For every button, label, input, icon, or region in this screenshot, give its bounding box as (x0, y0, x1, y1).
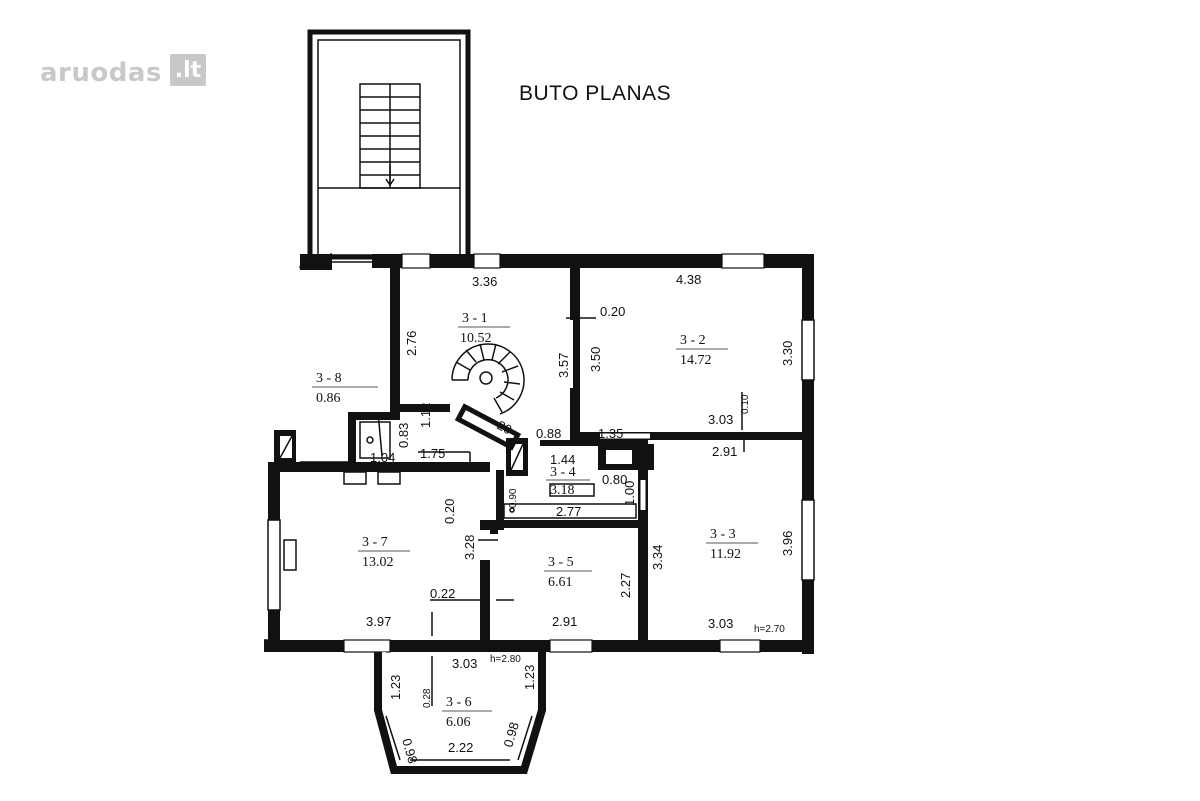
dim-label: 3.97 (366, 614, 391, 629)
svg-text:11.92: 11.92 (710, 547, 741, 562)
dim-label: 0.83 (396, 423, 411, 448)
dim-label: 1.75 (420, 446, 445, 461)
room-label-3-8: 3 - 8 0.86 (312, 371, 378, 406)
dim-label: 0.98 (399, 737, 420, 765)
dim-label: 2.22 (448, 740, 473, 755)
dim-label: 3.36 (472, 274, 497, 289)
dim-label: h=2.70 (754, 624, 785, 635)
plan-title: BUTO PLANAS (519, 82, 672, 105)
svg-text:3 - 2: 3 - 2 (680, 333, 706, 348)
logo-badge: .lt (170, 54, 206, 86)
svg-text:0.86: 0.86 (316, 391, 341, 406)
dim-label: 0.28 (422, 688, 433, 708)
dim-label: 1.44 (550, 452, 575, 467)
svg-text:14.72: 14.72 (680, 353, 712, 368)
dim-label: 4.38 (676, 272, 701, 287)
dim-label: 2.76 (404, 331, 419, 356)
outer-walls (264, 253, 815, 654)
dimension-lines (377, 317, 745, 706)
dim-label: 3.03 (708, 616, 733, 631)
dim-label: 1.12 (418, 403, 433, 428)
svg-text:3 - 8: 3 - 8 (316, 371, 342, 386)
dim-label: 3.34 (650, 545, 665, 570)
svg-text:6.06: 6.06 (446, 715, 471, 730)
svg-text:6.61: 6.61 (548, 575, 573, 590)
dim-label: 0.80 (602, 472, 627, 487)
spiral-staircase (451, 343, 525, 415)
dim-label: 3.50 (588, 347, 603, 372)
dim-label: 1.23 (388, 675, 403, 700)
svg-text:3.18: 3.18 (550, 483, 575, 498)
dim-label: 2.91 (552, 614, 577, 629)
dim-label: 0.22 (430, 586, 455, 601)
room-label-3-7: 3 - 7 13.02 (358, 535, 410, 570)
dim-label: 1.00 (622, 481, 637, 506)
room-label-3-4: 3 - 4 3.18 (546, 465, 590, 498)
dim-label: 1.35 (598, 426, 623, 441)
svg-text:3 - 6: 3 - 6 (446, 695, 472, 710)
logo-text: aruodas (40, 58, 162, 88)
dimension-labels: 3.36 4.38 2.76 0.20 3.57 3.50 3.30 0.10 … (366, 272, 795, 765)
dim-label: 20 (495, 417, 515, 437)
dim-label: 1.23 (522, 665, 537, 690)
interior-walls (348, 262, 802, 652)
dim-label: 0.10 (740, 394, 751, 414)
dim-label: 2.91 (712, 444, 737, 459)
dim-label: 2.77 (556, 504, 581, 519)
svg-text:3 - 3: 3 - 3 (710, 527, 736, 542)
svg-text:3 - 5: 3 - 5 (548, 555, 574, 570)
dim-label: 0.20 (442, 499, 457, 524)
svg-text:13.02: 13.02 (362, 555, 394, 570)
dim-label: 3.03 (708, 412, 733, 427)
stair-steps (359, 83, 421, 189)
room-label-3-5: 3 - 5 6.61 (544, 555, 592, 590)
svg-text:3 - 4: 3 - 4 (550, 465, 576, 480)
svg-text:3 - 7: 3 - 7 (362, 535, 388, 550)
fixtures (283, 421, 637, 571)
dim-label: 0.98 (500, 720, 521, 748)
dim-label: 0.88 (536, 426, 561, 441)
dim-label: h=2.80 (490, 654, 521, 665)
room-label-3-3: 3 - 3 11.92 (706, 527, 758, 562)
room-label-3-6: 3 - 6 6.06 (442, 695, 492, 730)
dim-label: 3.96 (780, 531, 795, 556)
dim-label: 3.57 (556, 353, 571, 378)
bay-window (374, 652, 546, 774)
room-label-3-2: 3 - 2 14.72 (676, 333, 728, 368)
dim-label: 0.90 (508, 488, 519, 508)
dim-label: 2.27 (618, 573, 633, 598)
dim-label: 3.03 (452, 656, 477, 671)
room-label-3-1: 3 - 1 10.52 (458, 311, 510, 346)
dim-label: 3.28 (462, 535, 477, 560)
stairwell (307, 29, 471, 260)
svg-text:10.52: 10.52 (460, 331, 492, 346)
dim-label: 0.20 (600, 304, 625, 319)
dim-label: 3.30 (780, 341, 795, 366)
dim-label: 1.04 (370, 450, 395, 465)
svg-text:3 - 1: 3 - 1 (462, 311, 488, 326)
